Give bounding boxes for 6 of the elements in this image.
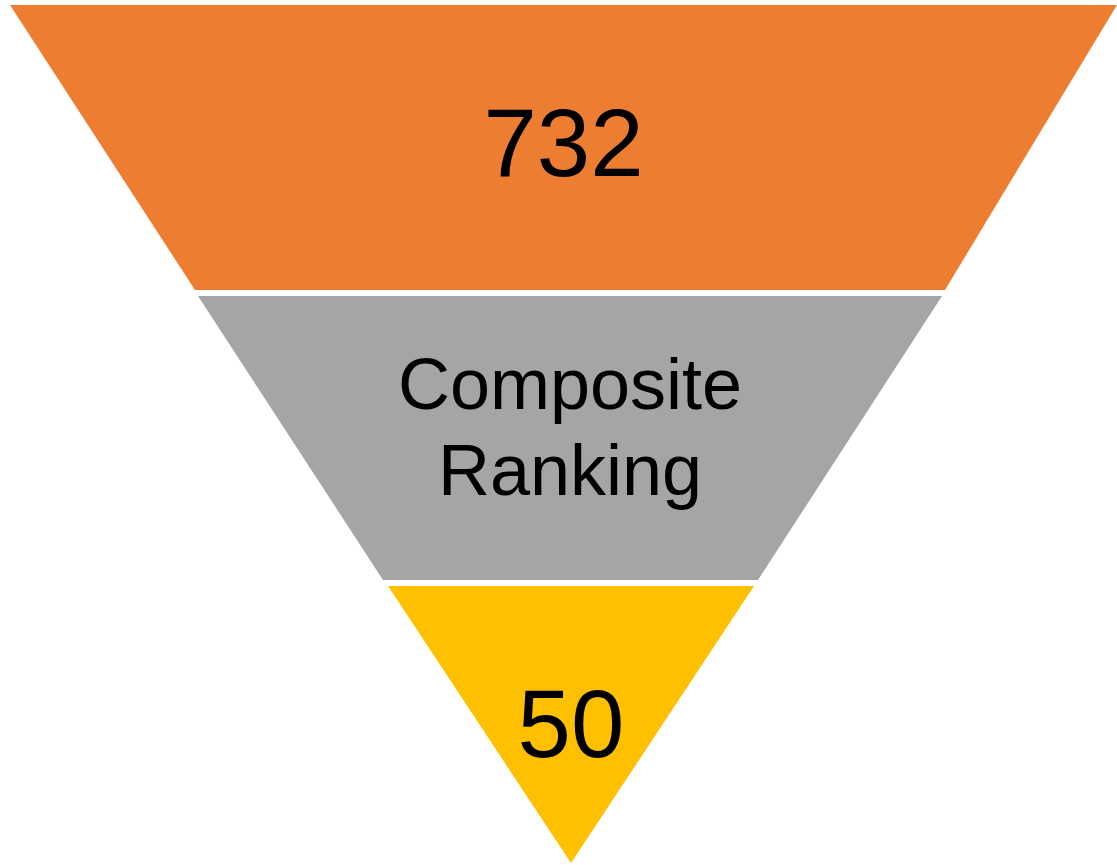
stage-label: Composite Ranking (396, 343, 744, 513)
funnel-segment (10, 5, 1117, 290)
stage-label: 732 (482, 88, 645, 198)
funnel-segment (198, 296, 942, 580)
stage-label: 50 (516, 669, 626, 779)
funnel-segment (388, 586, 754, 863)
